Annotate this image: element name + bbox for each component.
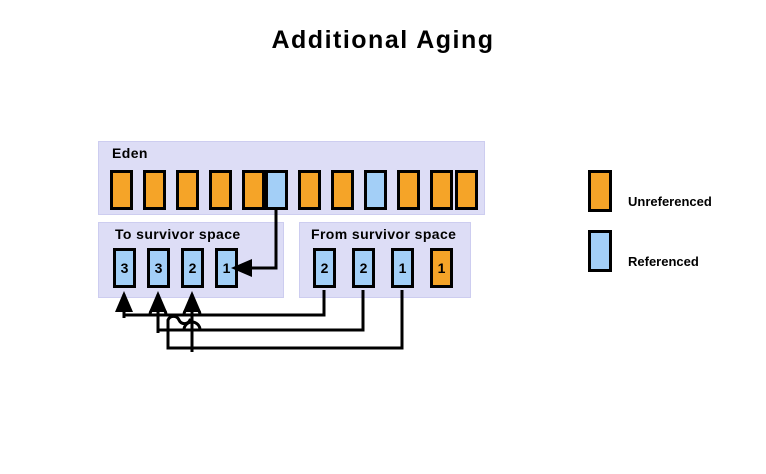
eden-cell-6[interactable]: [265, 170, 288, 210]
to-survivor-cell-4-label: 1: [222, 260, 231, 276]
to-survivor-cell-2[interactable]: 3: [147, 248, 170, 288]
region-to-survivor-label: To survivor space: [115, 226, 241, 242]
wire-hop-2: [182, 305, 202, 316]
legend-label-referenced: Referenced: [628, 254, 699, 269]
eden-cell-4[interactable]: [209, 170, 232, 210]
region-eden-label: Eden: [112, 145, 148, 161]
to-survivor-cell-3[interactable]: 2: [181, 248, 204, 288]
wire-hop-3: [182, 320, 202, 331]
eden-cell-2[interactable]: [143, 170, 166, 210]
eden-cell-12[interactable]: [455, 170, 478, 210]
from-survivor-cell-4[interactable]: 1: [430, 248, 453, 288]
to-survivor-cell-2-label: 3: [154, 260, 163, 276]
wire-hop-1: [148, 305, 168, 316]
legend-swatch-unreferenced: [588, 170, 612, 212]
from-survivor-cell-1[interactable]: 2: [313, 248, 336, 288]
eden-cell-3[interactable]: [176, 170, 199, 210]
from-survivor-cell-4-label: 1: [437, 260, 446, 276]
legend-swatch-referenced: [588, 230, 612, 272]
page-title: Additional Aging: [271, 26, 495, 54]
to-survivor-cell-1-label: 3: [120, 260, 129, 276]
from-survivor-cell-2-label: 2: [359, 260, 368, 276]
from-survivor-cell-1-label: 2: [320, 260, 329, 276]
to-survivor-cell-4[interactable]: 1: [215, 248, 238, 288]
legend-label-unreferenced: Unreferenced: [628, 194, 712, 209]
from-survivor-cell-3-label: 1: [398, 260, 407, 276]
from-survivor-cell-2[interactable]: 2: [352, 248, 375, 288]
eden-cell-8[interactable]: [331, 170, 354, 210]
region-from-survivor-label: From survivor space: [311, 226, 457, 242]
eden-cell-9[interactable]: [364, 170, 387, 210]
eden-cell-1[interactable]: [110, 170, 133, 210]
eden-cell-5[interactable]: [242, 170, 265, 210]
to-survivor-cell-3-label: 2: [188, 260, 197, 276]
eden-cell-11[interactable]: [430, 170, 453, 210]
from-survivor-cell-3[interactable]: 1: [391, 248, 414, 288]
to-survivor-cell-1[interactable]: 3: [113, 248, 136, 288]
eden-cell-10[interactable]: [397, 170, 420, 210]
eden-cell-7[interactable]: [298, 170, 321, 210]
wire-from3-to-to3: [166, 290, 404, 350]
